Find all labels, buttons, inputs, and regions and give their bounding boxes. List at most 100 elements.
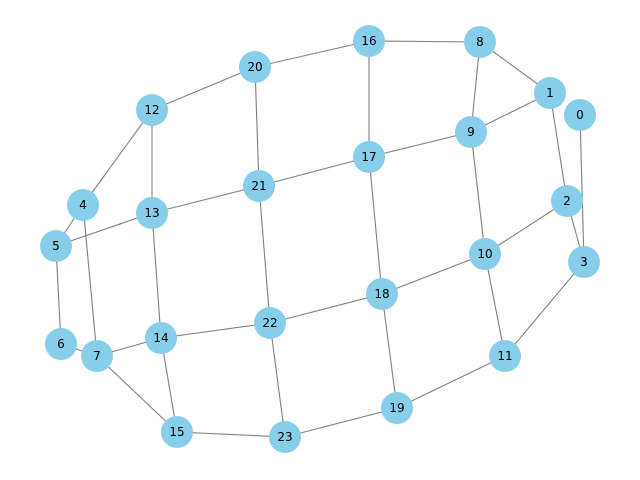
node-22: 22 (254, 307, 286, 339)
node-label: 1 (546, 86, 554, 100)
node-circle (353, 25, 385, 57)
node-label: 14 (153, 331, 168, 345)
node-circle (366, 278, 398, 310)
node-label: 20 (247, 60, 262, 74)
node-label: 23 (277, 430, 292, 444)
edge-22-23 (269, 322, 286, 438)
node-20: 20 (239, 51, 271, 83)
node-label: 17 (361, 150, 376, 164)
node-label: 5 (52, 239, 60, 253)
edge-12-20 (151, 66, 256, 111)
node-label: 7 (93, 349, 101, 363)
edge-10-11 (484, 253, 506, 357)
node-label: 3 (580, 255, 588, 269)
edge-13-21 (151, 185, 260, 214)
node-circle (534, 77, 566, 109)
edge-11-19 (396, 355, 506, 409)
node-circle (40, 230, 72, 262)
edge-0-3 (579, 114, 585, 263)
node-16: 16 (353, 25, 385, 57)
node-label: 10 (477, 247, 492, 261)
edge-18-22 (269, 293, 383, 324)
node-19: 19 (381, 392, 413, 424)
node-7: 7 (81, 340, 113, 372)
node-label: 2 (563, 194, 571, 208)
edge-3-11 (504, 261, 585, 357)
node-circle (161, 416, 193, 448)
node-circle (239, 51, 271, 83)
node-18: 18 (366, 278, 398, 310)
node-label: 16 (361, 34, 376, 48)
node-circle (136, 197, 168, 229)
node-circle (45, 328, 77, 360)
node-label: 21 (251, 179, 266, 193)
node-6: 6 (45, 328, 77, 360)
node-circle (489, 340, 521, 372)
edge-19-23 (284, 407, 398, 438)
edge-16-20 (254, 40, 370, 68)
edge-2-10 (484, 200, 568, 255)
edges-layer (55, 40, 585, 438)
edge-20-21 (254, 66, 260, 187)
edge-9-10 (470, 131, 486, 255)
node-2: 2 (551, 185, 583, 217)
node-circle (464, 26, 496, 58)
node-11: 11 (489, 340, 521, 372)
node-label: 0 (576, 108, 584, 122)
node-3: 3 (568, 246, 600, 278)
node-label: 15 (169, 425, 184, 439)
node-9: 9 (455, 116, 487, 148)
edge-14-22 (160, 322, 271, 339)
edge-1-2 (549, 92, 568, 202)
node-4: 4 (67, 189, 99, 221)
node-circle (81, 340, 113, 372)
edge-4-12 (82, 109, 153, 206)
edge-13-14 (151, 212, 162, 339)
node-circle (353, 141, 385, 173)
node-circle (455, 116, 487, 148)
edge-4-7 (82, 204, 98, 357)
node-10: 10 (469, 238, 501, 270)
node-1: 1 (534, 77, 566, 109)
node-12: 12 (136, 94, 168, 126)
node-label: 19 (389, 401, 404, 415)
node-label: 8 (476, 35, 484, 49)
node-circle (269, 421, 301, 453)
node-23: 23 (269, 421, 301, 453)
node-circle (254, 307, 286, 339)
edge-10-18 (381, 253, 486, 295)
edge-21-22 (258, 185, 271, 324)
node-circle (243, 170, 275, 202)
node-label: 11 (497, 349, 512, 363)
node-circle (145, 322, 177, 354)
edge-7-15 (96, 355, 178, 433)
edge-17-18 (368, 156, 383, 295)
node-label: 6 (57, 337, 65, 351)
node-5: 5 (40, 230, 72, 262)
node-circle (469, 238, 501, 270)
node-0: 0 (564, 99, 596, 131)
node-label: 13 (144, 206, 159, 220)
node-label: 12 (144, 103, 159, 117)
node-13: 13 (136, 197, 168, 229)
node-17: 17 (353, 141, 385, 173)
edge-18-19 (381, 293, 398, 409)
edge-17-21 (258, 156, 370, 187)
node-21: 21 (243, 170, 275, 202)
node-circle (551, 185, 583, 217)
node-14: 14 (145, 322, 177, 354)
node-circle (564, 99, 596, 131)
node-circle (67, 189, 99, 221)
node-circle (568, 246, 600, 278)
node-8: 8 (464, 26, 496, 58)
node-circle (136, 94, 168, 126)
node-label: 18 (374, 287, 389, 301)
edge-8-16 (368, 40, 481, 43)
edge-15-23 (176, 431, 286, 438)
node-15: 15 (161, 416, 193, 448)
node-circle (381, 392, 413, 424)
edge-5-6 (55, 245, 62, 345)
edge-9-17 (368, 131, 472, 158)
